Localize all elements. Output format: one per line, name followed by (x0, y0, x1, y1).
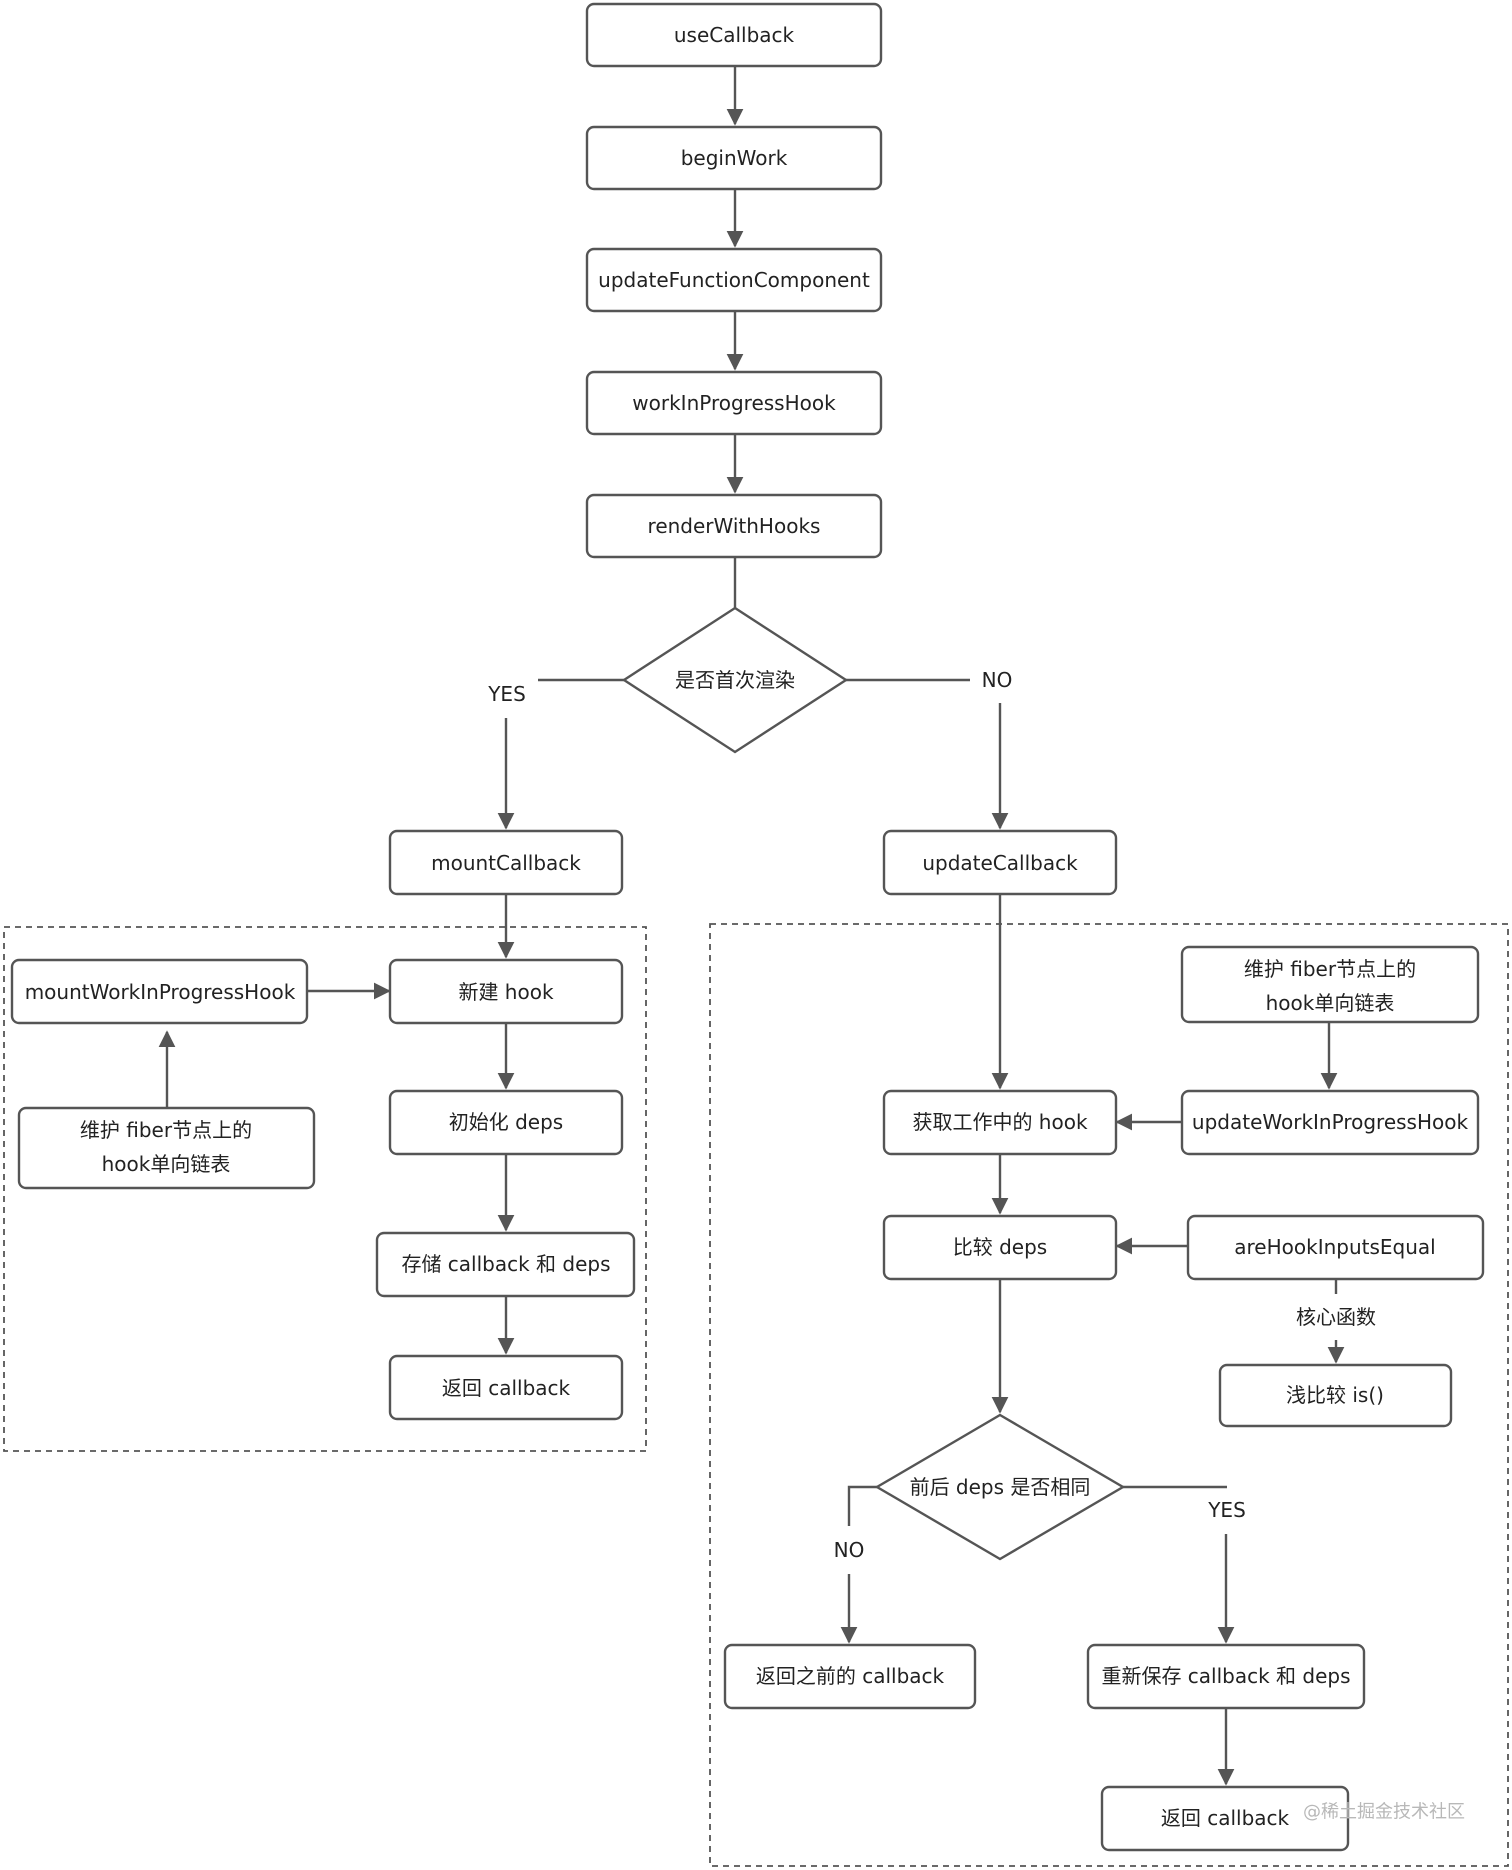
node-shallow-compare-label: 浅比较 is() (1286, 1383, 1384, 1407)
node-new-hook (388, 958, 624, 1025)
node-updatecallback-label: updateCallback (922, 851, 1078, 875)
node-workinprogresshook (585, 370, 883, 436)
node-updatecallback (882, 829, 1118, 896)
node-new-hook-label: 新建 hook (458, 980, 554, 1004)
node-compare-deps (882, 1214, 1118, 1281)
node-compare-deps-label: 比较 deps (953, 1235, 1047, 1259)
node-maintain-list-right-line2: hook单向链表 (1266, 991, 1395, 1015)
decision-deps-same (874, 1413, 1126, 1561)
node-store-callback-deps-label: 存储 callback 和 deps (401, 1252, 610, 1276)
edge-label-first-render-yes: YES (487, 682, 526, 706)
node-beginwork (585, 125, 883, 191)
edge-label-deps-same-no: NO (834, 1538, 865, 1562)
node-renderwithhooks-label: renderWithHooks (648, 514, 821, 538)
node-get-wip-hook-label: 获取工作中的 hook (912, 1110, 1088, 1134)
node-beginwork-label: beginWork (681, 146, 788, 170)
node-return-callback-right (1100, 1785, 1350, 1852)
decision-first-render (621, 606, 849, 754)
update-group-box (709, 923, 1509, 1867)
node-updateworkinprogresshook-label: updateWorkInProgressHook (1192, 1110, 1469, 1134)
node-updateworkinprogresshook (1180, 1089, 1480, 1156)
edge-label-first-render-no: NO (982, 668, 1013, 692)
node-mountcallback (388, 829, 624, 896)
node-maintain-list-right (1180, 945, 1480, 1024)
node-return-prev-callback-label: 返回之前的 callback (756, 1664, 945, 1688)
node-arehookinputsequal (1186, 1214, 1485, 1281)
mount-group-box (3, 926, 647, 1452)
node-updatefunctioncomponent-label: updateFunctionComponent (598, 268, 870, 292)
node-resave-callback-deps-label: 重新保存 callback 和 deps (1101, 1664, 1350, 1688)
node-updatefunctioncomponent (585, 247, 883, 313)
edge-label-deps-same-yes: YES (1207, 1498, 1246, 1522)
watermark: @稀土掘金技术社区 (1303, 1802, 1465, 1823)
node-arehookinputsequal-label: areHookInputsEqual (1234, 1235, 1435, 1259)
node-maintain-list-left-line1: 维护 fiber节点上的 (80, 1118, 252, 1142)
edge-decision2-no (847, 1485, 877, 1526)
node-resave-callback-deps (1086, 1643, 1366, 1710)
node-init-deps-label: 初始化 deps (449, 1110, 563, 1134)
node-mountcallback-label: mountCallback (431, 851, 581, 875)
edge-label-core-function: 核心函数 (1296, 1305, 1376, 1329)
decision-first-render-label: 是否首次渲染 (675, 668, 795, 692)
node-store-callback-deps (375, 1231, 636, 1298)
node-maintain-list-left (17, 1106, 316, 1190)
node-mountworkinprogresshook (10, 958, 309, 1025)
node-return-callback-left (388, 1354, 624, 1421)
node-maintain-list-right-line1: 维护 fiber节点上的 (1244, 957, 1416, 981)
decision-deps-same-label: 前后 deps 是否相同 (910, 1475, 1091, 1499)
node-mountworkinprogresshook-label: mountWorkInProgressHook (25, 980, 296, 1004)
node-renderwithhooks (585, 493, 883, 559)
node-init-deps (388, 1089, 624, 1156)
node-get-wip-hook (882, 1089, 1118, 1156)
node-usecallback-label: useCallback (674, 23, 795, 47)
node-workinprogresshook-label: workInProgressHook (632, 391, 836, 415)
node-return-callback-right-label: 返回 callback (1161, 1806, 1290, 1830)
node-maintain-list-left-line2: hook单向链表 (102, 1152, 231, 1176)
node-return-prev-callback (723, 1643, 977, 1710)
node-usecallback (585, 2, 883, 68)
node-return-callback-left-label: 返回 callback (442, 1376, 571, 1400)
node-shallow-compare (1218, 1363, 1453, 1428)
